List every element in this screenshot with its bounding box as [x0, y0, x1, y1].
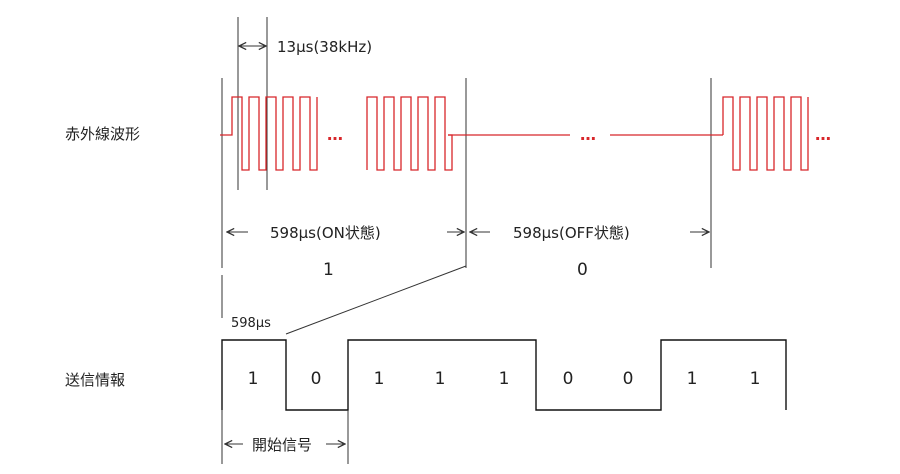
waveform-ellipsis-1: … — [327, 125, 343, 144]
off-duration-text: 598μs(OFF状態) — [513, 224, 630, 242]
carrier-period-annotation: 13μs(38kHz) — [237, 17, 372, 190]
start-signal-text: 開始信号 — [252, 436, 312, 454]
waveform-ellipsis-3: … — [815, 125, 831, 144]
bit-value-7: 0 — [623, 369, 634, 389]
bit-value-4: 1 — [435, 369, 446, 389]
bit-value-5: 1 — [499, 369, 510, 389]
transmit-info-label: 送信情報 — [65, 371, 125, 389]
waveform-burst-1 — [220, 96, 318, 171]
bit-value-2: 0 — [311, 369, 322, 389]
bit-value-3: 1 — [374, 369, 385, 389]
connector-line-diagonal — [285, 265, 467, 335]
ir-waveform-label: 赤外線波形 — [65, 125, 140, 143]
bit-value-8: 1 — [687, 369, 698, 389]
on-state-bit: 1 — [323, 260, 334, 280]
digital-signal — [221, 339, 787, 411]
bit-value-1: 1 — [248, 369, 259, 389]
start-signal-annotation: 開始信号 — [221, 410, 349, 464]
carrier-period-text: 13μs(38kHz) — [277, 38, 372, 56]
waveform-burst-2 — [366, 96, 453, 171]
bit-width-text: 598μs — [231, 316, 271, 331]
ir-waveform: … … … — [220, 96, 831, 171]
off-duration-annotation: 598μs(OFF状態) 0 — [470, 224, 709, 280]
waveform-burst-3 — [722, 96, 809, 171]
bit-value-6: 0 — [563, 369, 574, 389]
off-state-bit: 0 — [577, 260, 588, 280]
on-duration-annotation: 598μs(ON状態) 1 — [227, 224, 464, 280]
bit-value-9: 1 — [750, 369, 761, 389]
waveform-ellipsis-2: … — [580, 125, 596, 144]
bit-values: 1 0 1 1 1 0 0 1 1 — [248, 369, 761, 389]
on-duration-text: 598μs(ON状態) — [270, 224, 381, 242]
